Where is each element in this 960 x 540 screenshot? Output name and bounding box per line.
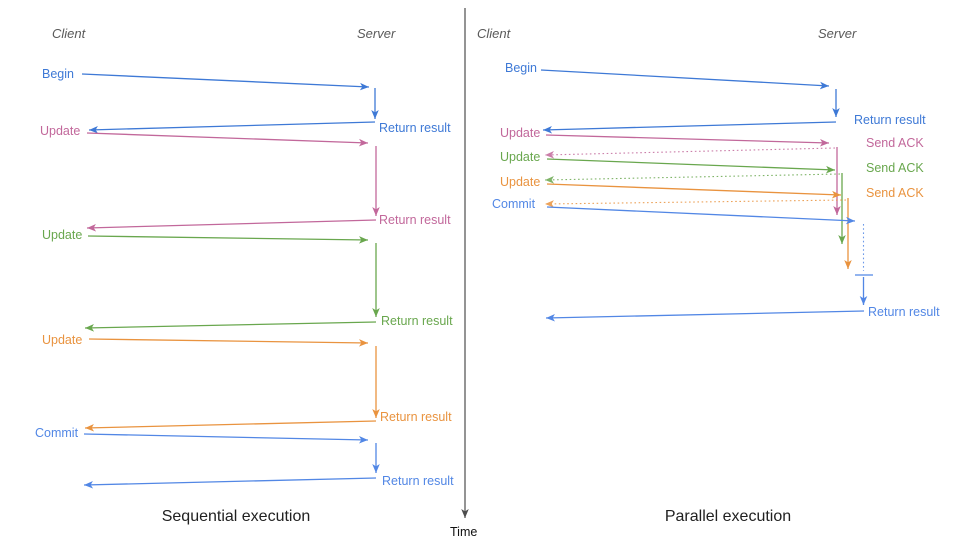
ack-dotted-arrow [544, 199, 847, 208]
par-row-update-3: Update Send ACK [500, 175, 924, 269]
response-label: Send ACK [866, 161, 924, 175]
request-arrow [81, 73, 370, 91]
parallel-caption: Parallel execution [665, 508, 791, 525]
seq-row-commit: Commit Return result [35, 426, 454, 489]
request-arrow [546, 158, 836, 174]
response-label: Return result [868, 305, 940, 319]
ack-dotted-arrow [544, 147, 836, 159]
request-arrow [83, 433, 369, 444]
time-axis: Time [450, 8, 477, 539]
request-label: Update [500, 126, 540, 140]
response-arrow [542, 121, 837, 134]
client-header: Client [477, 26, 512, 41]
request-label: Commit [35, 426, 79, 440]
seq-row-update-3: Update Return result [42, 333, 452, 432]
request-arrow [540, 69, 830, 90]
par-row-begin: Begin Return result [505, 61, 926, 134]
request-label: Update [42, 333, 82, 347]
request-arrow [87, 235, 369, 244]
time-axis-label: Time [450, 525, 477, 539]
parallel-diagram: Client Server Begin Return result Update… [477, 26, 940, 525]
sequential-caption: Sequential execution [162, 508, 311, 525]
response-label: Return result [380, 410, 452, 424]
ack-dotted-arrow [544, 173, 841, 184]
seq-row-update-2: Update Return result [42, 228, 453, 332]
par-row-update-2: Update Send ACK [500, 150, 924, 244]
request-label: Update [42, 228, 82, 242]
response-label: Return result [381, 314, 453, 328]
seq-row-update-1: Update Return result [40, 124, 451, 232]
response-label: Return result [379, 213, 451, 227]
response-arrow [88, 121, 376, 134]
request-arrow [86, 132, 369, 147]
par-row-update-1: Update Send ACK [500, 126, 924, 215]
server-header: Server [818, 26, 857, 41]
response-arrow [86, 219, 377, 232]
response-label: Return result [382, 474, 454, 488]
seq-row-begin: Begin Return result [42, 67, 451, 135]
server-header: Server [357, 26, 396, 41]
request-arrow [546, 206, 856, 225]
par-row-commit: Commit Return result [492, 197, 940, 322]
response-arrow [545, 310, 865, 322]
response-label: Return result [379, 121, 451, 135]
response-label: Return result [854, 113, 926, 127]
request-label: Update [500, 175, 540, 189]
request-label: Commit [492, 197, 536, 211]
request-arrow [546, 183, 842, 199]
response-label: Send ACK [866, 136, 924, 150]
request-label: Update [500, 150, 540, 164]
sequential-diagram: Client Server Begin Return result Update… [35, 26, 454, 525]
client-header: Client [52, 26, 87, 41]
response-arrow [84, 321, 377, 332]
response-arrow [84, 420, 377, 432]
request-arrow [88, 338, 369, 347]
request-label: Begin [505, 61, 537, 75]
request-label: Update [40, 124, 80, 138]
request-arrow [545, 134, 830, 147]
response-arrow [83, 477, 377, 489]
request-label: Begin [42, 67, 74, 81]
response-label: Send ACK [866, 186, 924, 200]
